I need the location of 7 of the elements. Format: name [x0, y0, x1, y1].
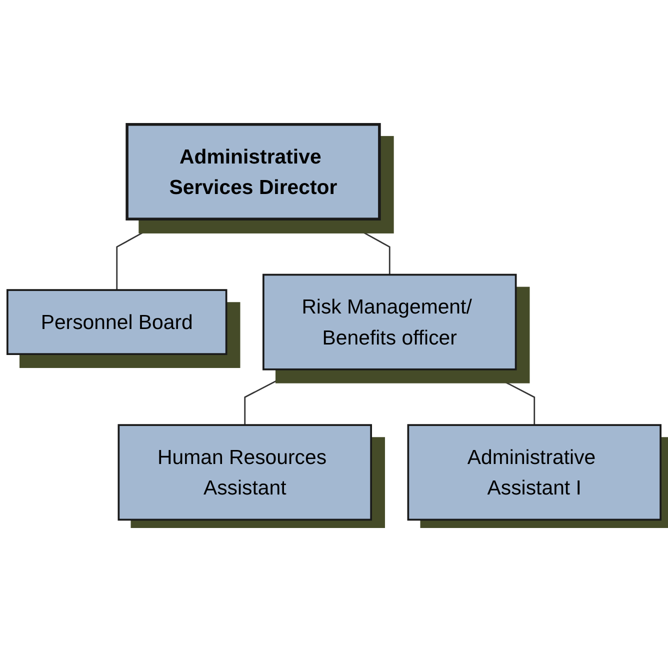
connector	[244, 369, 299, 426]
node-box: Risk Management/ Benefits officer	[262, 274, 517, 371]
node-box: Administrative Assistant I	[407, 424, 662, 522]
node-box: Administrative Services Director	[126, 123, 381, 221]
connector	[480, 369, 536, 426]
node-box: Human Resources Assistant	[118, 424, 372, 522]
node-box: Personnel Board	[6, 290, 228, 356]
